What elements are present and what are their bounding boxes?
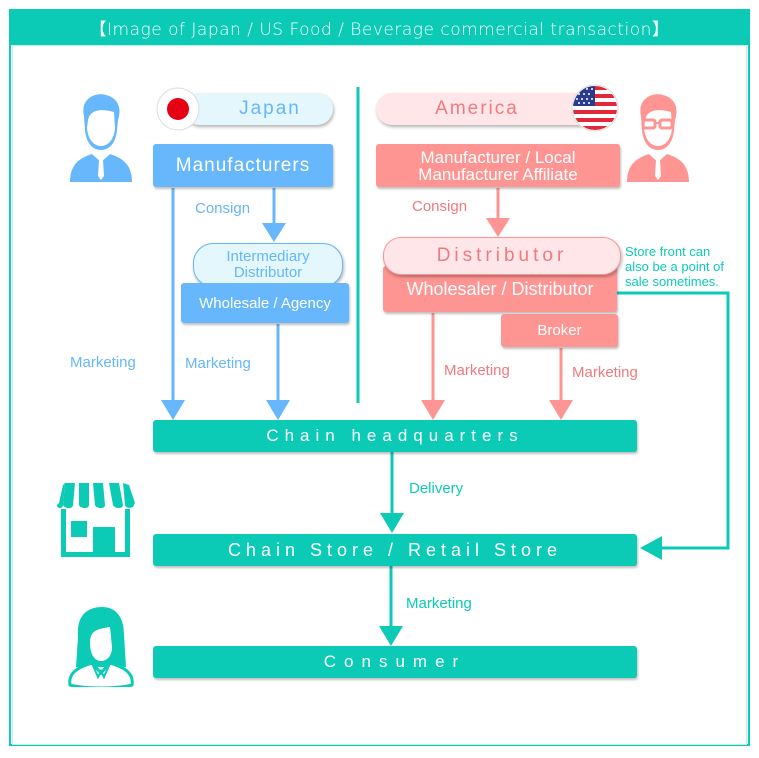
japan-manufacturers-box: Manufacturers xyxy=(153,144,333,187)
japan-intermediary-pill: Intermediary Distributor xyxy=(193,243,343,287)
businessman-glasses-icon xyxy=(627,94,689,182)
japan-wholesale-box: Wholesale / Agency xyxy=(181,283,349,323)
america-consign-label: Consign xyxy=(412,198,468,215)
delivery-label: Delivery xyxy=(409,480,464,497)
chain-store-box: Chain Store / Retail Store xyxy=(153,534,637,566)
america-marketing-left-label: Marketing xyxy=(444,362,510,379)
america-manufacturer-line1: Manufacturer / Local xyxy=(420,147,576,167)
diagram-frame-inner xyxy=(12,45,747,745)
japan-consign-label: Consign xyxy=(195,200,251,217)
storefront-note: Store front can also be a point of sale … xyxy=(625,244,724,289)
america-broker-box: Broker xyxy=(501,314,618,347)
japan-intermediary-line2: Distributor xyxy=(233,264,303,281)
consumer-box: Consumer xyxy=(153,646,637,678)
america-country-pill: America xyxy=(376,93,598,125)
usa-flag-icon xyxy=(571,84,619,132)
japan-flag-icon xyxy=(156,87,200,131)
consumer-marketing-label: Marketing xyxy=(406,595,472,612)
japan-country-label: Japan xyxy=(239,98,301,119)
storefront-note-line1: Store front can xyxy=(625,244,711,259)
japan-country-pill: Japan xyxy=(183,93,333,125)
diagram-frame xyxy=(9,9,750,746)
america-distributor-label: Distributor xyxy=(436,245,568,266)
america-country-label: America xyxy=(435,98,519,119)
diagram-title: 【Image of Japan / US Food / Beverage com… xyxy=(9,9,750,45)
woman-icon xyxy=(68,607,134,687)
japan-marketing-right-label: Marketing xyxy=(185,355,251,372)
japan-marketing-left-label: Marketing xyxy=(70,354,136,371)
storefront-icon xyxy=(57,483,135,557)
america-manufacturer-box: Manufacturer / Local Manufacturer Affili… xyxy=(376,144,620,187)
america-marketing-right-label: Marketing xyxy=(572,364,638,381)
america-manufacturer-line2: Manufacturer Affiliate xyxy=(418,164,578,184)
america-distributor-pill: Distributor xyxy=(383,237,621,275)
storefront-note-line3: sale sometimes. xyxy=(625,274,719,289)
storefront-note-line2: also be a point of xyxy=(625,259,725,274)
businessman-icon xyxy=(70,94,132,182)
japan-intermediary-line1: Intermediary xyxy=(226,248,310,265)
chain-headquarters-box: Chain headquarters xyxy=(153,420,637,452)
